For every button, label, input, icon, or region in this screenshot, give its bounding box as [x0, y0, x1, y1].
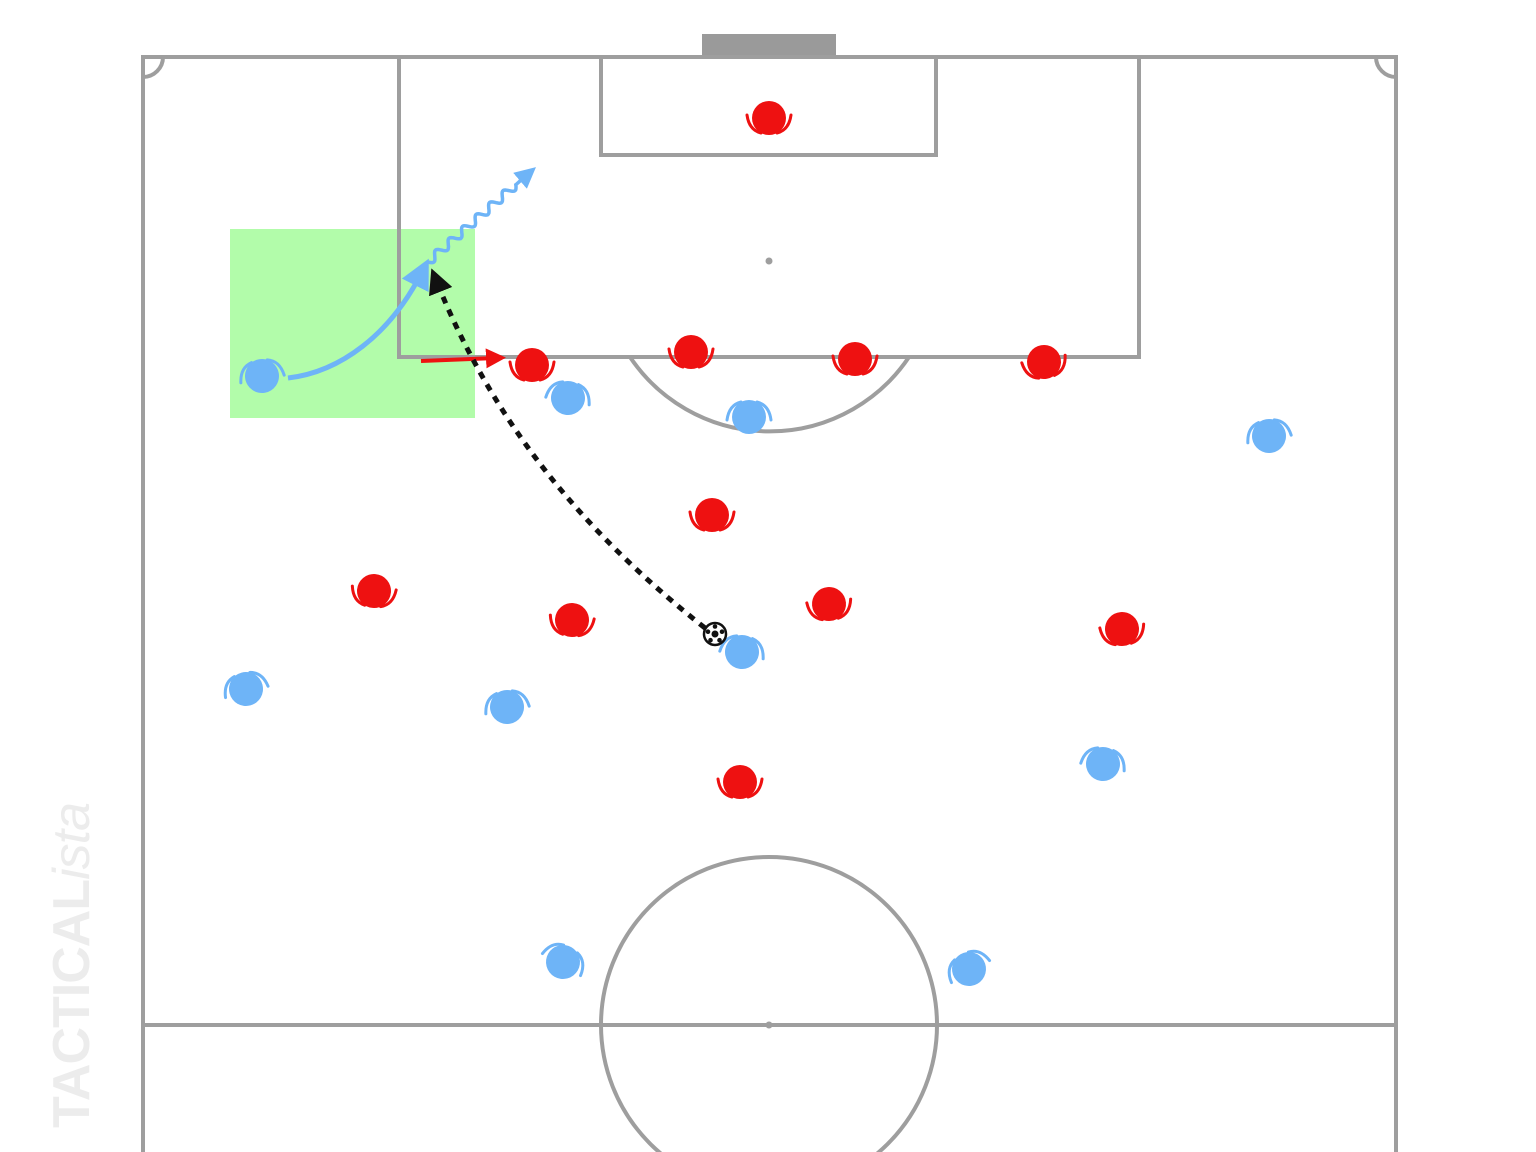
player-red-defender-1[interactable]	[508, 348, 556, 382]
player-blue-forward-2[interactable]	[725, 400, 773, 434]
player-blue-midfielder[interactable]	[482, 686, 531, 727]
player-blue-fullback-left[interactable]	[220, 667, 271, 711]
player-red-defender-4[interactable]	[1019, 341, 1068, 382]
player-blue-centre-back-1[interactable]	[535, 936, 590, 987]
goal-area	[599, 55, 938, 157]
watermark-logo: TACTICALista	[43, 802, 101, 1128]
touchline-outline	[141, 55, 1398, 1152]
centre-spot	[765, 1021, 773, 1029]
player-red-defender-2[interactable]	[667, 335, 715, 369]
goal	[702, 34, 836, 56]
pitch-markings	[141, 34, 1398, 1152]
player-blue-centre-back-2[interactable]	[941, 943, 996, 994]
ball-icon	[702, 621, 728, 647]
dribble-arrow-icon	[427, 167, 536, 265]
player-red-midfielder-1[interactable]	[688, 498, 736, 532]
centre-circle	[599, 855, 939, 1152]
player-blue-ball-carrier[interactable]	[717, 631, 766, 672]
player-blue-winger-right[interactable]	[1244, 415, 1293, 456]
corner-arc-right	[1374, 56, 1397, 79]
players	[220, 101, 1293, 994]
player-red-midfielder-4[interactable]	[805, 585, 853, 623]
player-red-forward[interactable]	[716, 765, 764, 799]
player-red-midfielder-2[interactable]	[350, 572, 398, 610]
penalty-arc	[628, 355, 911, 434]
player-red-goalkeeper[interactable]	[745, 101, 793, 135]
pass-arrow-icon	[429, 268, 707, 630]
player-blue-winger-left[interactable]	[237, 355, 286, 396]
run-arrow-icon	[287, 258, 429, 381]
player-red-defender-3[interactable]	[831, 342, 879, 376]
penalty-spot	[765, 257, 773, 265]
player-red-midfielder-3[interactable]	[548, 601, 596, 639]
corner-arc-left	[142, 56, 165, 79]
player-blue-forward-1[interactable]	[543, 377, 592, 418]
press-arrow-icon	[420, 348, 506, 369]
player-blue-fullback-right[interactable]	[1078, 743, 1127, 784]
player-red-midfielder-5[interactable]	[1098, 610, 1146, 648]
